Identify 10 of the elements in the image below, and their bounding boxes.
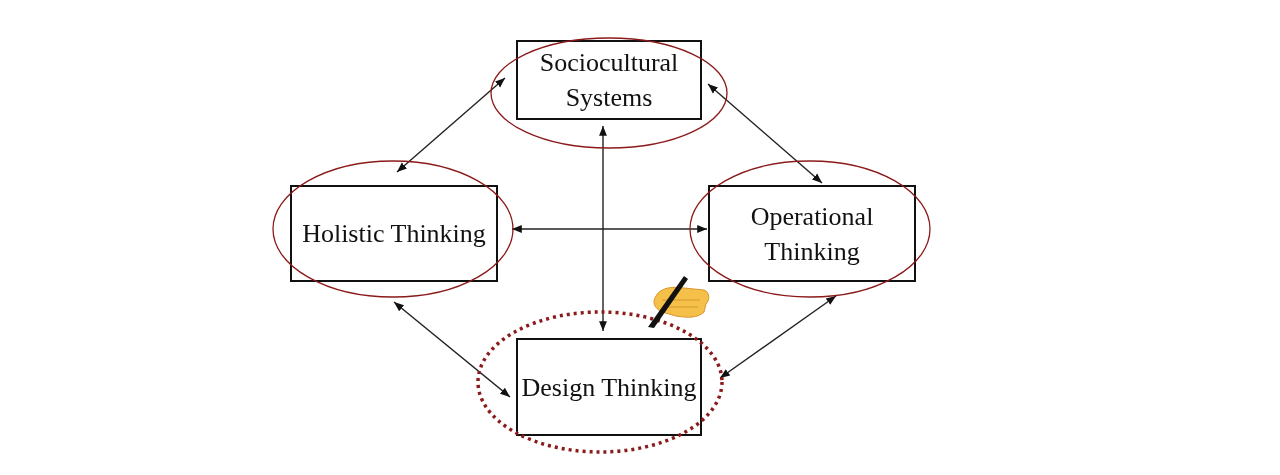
concept-box: Holistic Thinking: [290, 185, 498, 282]
concept-box: Sociocultural Systems: [516, 40, 702, 120]
double-arrow: [719, 295, 837, 379]
double-arrow: [511, 225, 708, 233]
double-arrow: [396, 77, 506, 173]
double-arrow: [707, 83, 823, 184]
double-arrow: [393, 301, 511, 398]
double-arrow: [599, 125, 607, 332]
concept-box: Operational Thinking: [708, 185, 916, 282]
concept-box: Design Thinking: [516, 338, 702, 436]
